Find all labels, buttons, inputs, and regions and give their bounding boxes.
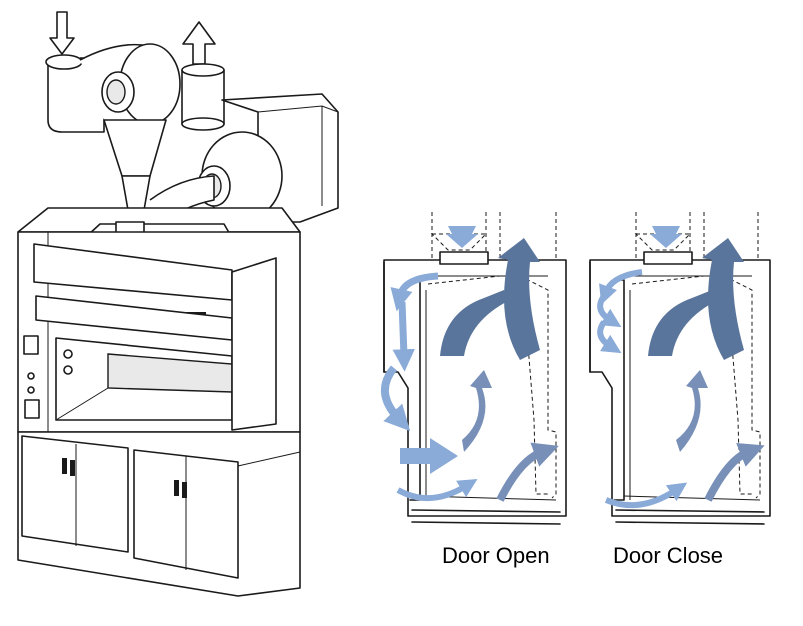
caption-door-close: Door Close	[613, 543, 724, 568]
airflow-arrow-icon	[597, 320, 622, 354]
airflow-arrow-icon	[400, 438, 458, 474]
airflow-arrow-icon	[604, 482, 688, 509]
airflow-arrow-icon	[462, 370, 492, 452]
airflow-arrow-icon	[392, 301, 415, 372]
supply-inlet-arrow-icon	[49, 11, 75, 55]
airflow-arrow-icon	[676, 370, 708, 452]
supply-air-arrow-icon	[650, 226, 682, 248]
exhaust-duct	[149, 63, 339, 241]
airflow-arrow-icon	[599, 269, 643, 305]
supply-air-arrow-icon	[446, 226, 478, 248]
airflow-arrow-icon	[597, 294, 622, 328]
airflow-arrow-icon	[704, 442, 765, 502]
base-cabinet	[17, 431, 301, 597]
exhaust-air-arrow-icon	[702, 238, 744, 360]
airflow-arrow-icon	[390, 272, 439, 312]
hood-body	[17, 231, 301, 433]
section-door-open	[381, 212, 567, 525]
caption-door-open: Door Open	[442, 543, 550, 568]
airflow-arrow-icon	[496, 442, 559, 502]
exhaust-air-arrow-icon	[648, 290, 718, 356]
exhaust-air-arrow-icon	[498, 238, 540, 360]
exhaust-air-arrow-icon	[440, 290, 510, 356]
airflow-arrow-icon	[381, 365, 411, 432]
airflow-arrow-icon	[396, 478, 478, 502]
fume-hood-illustration	[17, 11, 339, 597]
section-door-close	[589, 212, 771, 525]
exhaust-outlet-arrow-icon	[182, 21, 216, 65]
